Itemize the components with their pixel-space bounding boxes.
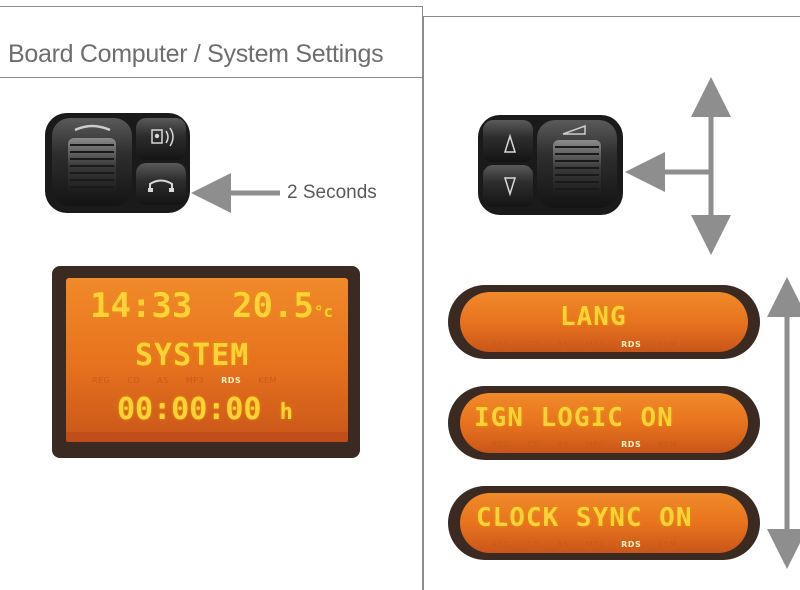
page-title: Board Computer / System Settings: [8, 40, 384, 68]
triangle-down-icon: [503, 177, 517, 197]
lcd-time: 14:33: [90, 286, 193, 326]
steering-wheel-control-left[interactable]: [45, 113, 190, 213]
temperature-unit: °c: [313, 302, 334, 321]
lcd-timer: 00:00:00 h: [117, 392, 293, 427]
menu-item-indicators-1: REG CD AS MP3 RDS KEM: [492, 340, 677, 349]
menu-display-1: [448, 285, 760, 359]
lcd-mode: SYSTEM: [135, 338, 250, 373]
temperature-value: 20.5: [232, 286, 314, 326]
left-panel: [0, 6, 423, 590]
menu-item-lang: LANG: [560, 302, 627, 332]
menu-display-2: [448, 386, 760, 460]
phone-icon: [148, 179, 174, 192]
menu-display-3: [448, 486, 760, 560]
menu-item-ign-logic: IGN LOGIC ON: [474, 403, 674, 433]
triangle-up-icon: [503, 133, 517, 153]
lcd-temperature: 20.5°c: [232, 286, 333, 326]
steering-wheel-control-right[interactable]: [478, 115, 623, 215]
menu-item-indicators-2: REG CD AS MP3 RDS KEM: [492, 440, 677, 449]
right-panel: [423, 16, 800, 590]
voice-icon: [151, 127, 174, 147]
timer-value: 00:00:00: [117, 392, 262, 427]
timer-unit: h: [279, 400, 293, 425]
menu-item-clock-sync: CLOCK SYNC ON: [476, 503, 693, 533]
main-display: [52, 266, 360, 458]
lcd-indicators: REG CD AS MP3 RDS KEM: [92, 376, 277, 385]
menu-item-indicators-3: REG CD AS MP3 RDS KEM: [492, 540, 677, 549]
hold-duration-label: 2 Seconds: [287, 182, 377, 203]
title-bar: Board Computer / System Settings: [0, 6, 423, 78]
